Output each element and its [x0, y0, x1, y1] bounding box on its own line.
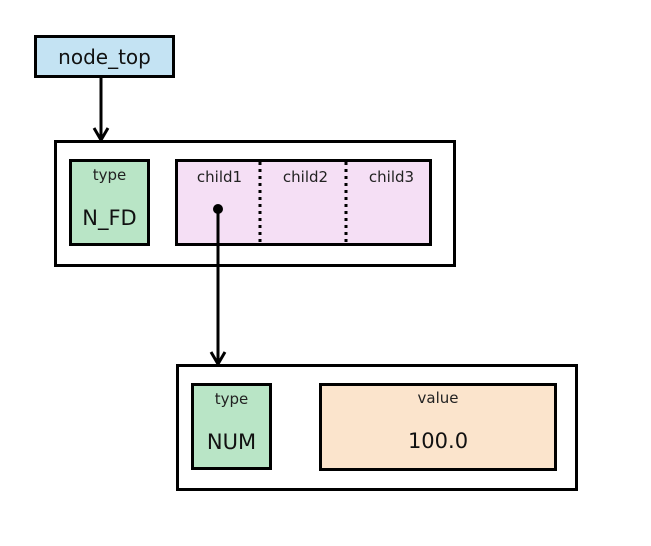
child3-label: child3: [368, 168, 415, 186]
top-node-type-label: type: [92, 166, 127, 184]
child-node-value-value: 100.0: [407, 429, 469, 453]
child2-label: child2: [282, 168, 329, 186]
child-node-value-label: value: [417, 389, 459, 407]
child-node-value-cell: value 100.0: [319, 383, 557, 471]
top-node-children-cell: child1 child2 child3: [175, 159, 432, 246]
child-node-type-value: NUM: [206, 430, 257, 454]
child1-arrow-head: [209, 351, 227, 367]
node-top-pointer-box: node_top: [34, 35, 175, 78]
node-top-pointer-label: node_top: [58, 44, 151, 69]
pointer-arrow-head: [92, 127, 110, 143]
child-node-type-label: type: [214, 390, 249, 408]
child1-label: child1: [196, 168, 243, 186]
top-node-type-value: N_FD: [82, 206, 137, 230]
child-node-type-cell: type NUM: [191, 383, 272, 470]
top-node-type-cell: type N_FD: [69, 159, 150, 246]
